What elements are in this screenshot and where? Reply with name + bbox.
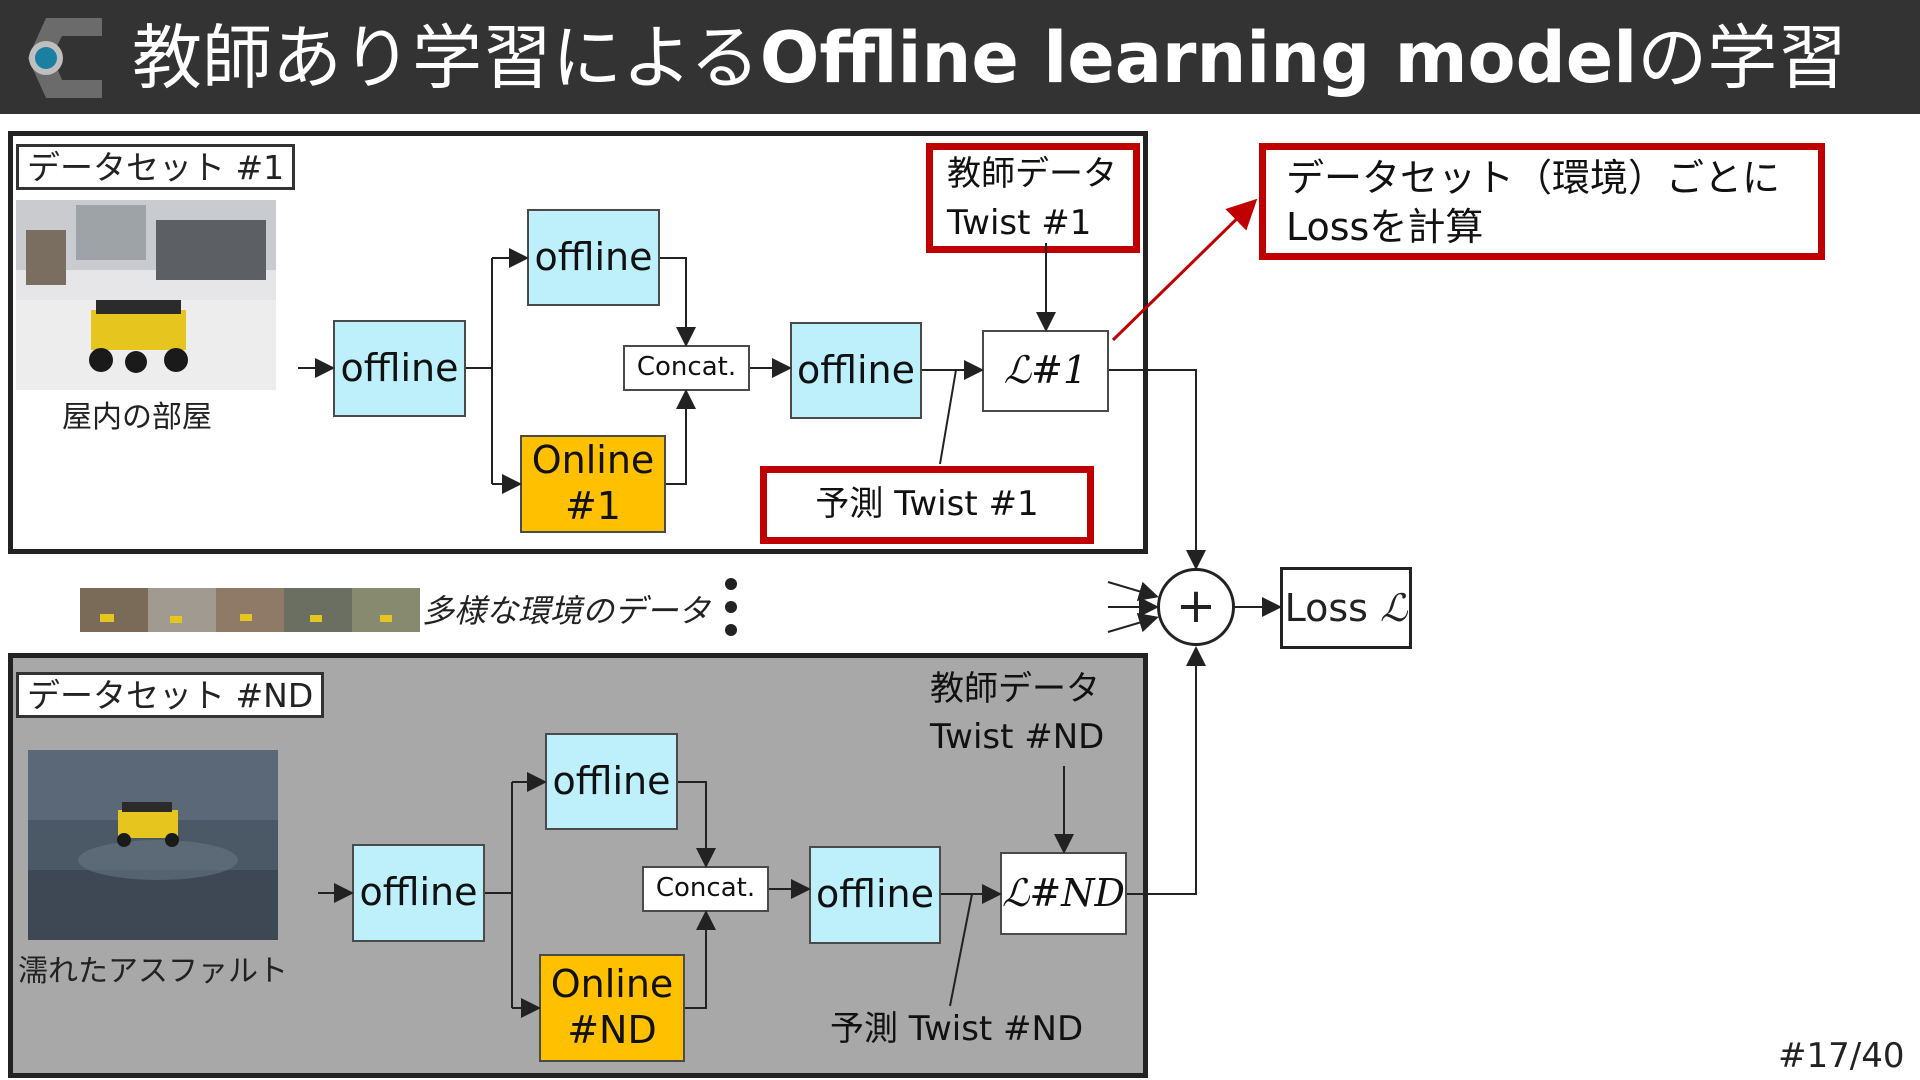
ellipsis-dot-top — [725, 578, 737, 590]
offline-encoder-label-1: offline — [340, 345, 459, 390]
ellipsis-dot-middle — [725, 601, 737, 613]
loss-block-nd: ℒ#ND — [1000, 852, 1127, 935]
total-loss-text: Loss — [1284, 586, 1368, 630]
page-title: 教師あり学習によるOffline learning modelの学習 — [132, 8, 1847, 108]
offline-head-label-1: offline — [796, 347, 915, 392]
dataset-nd-label-text: データセット #ND — [27, 676, 314, 715]
loss-per-dataset-callout: データセット（環境）ごとに Lossを計算 — [1259, 143, 1825, 260]
dataset-1-label: データセット #1 — [16, 144, 296, 190]
online-label-1: Online #1 — [531, 438, 655, 528]
loss-label-1: ℒ#1 — [1003, 348, 1088, 393]
title-ja-prefix: 教師あり学習による — [132, 17, 760, 99]
offline-upper-label-nd: offline — [552, 758, 671, 803]
offline-upper-label-1: offline — [534, 234, 653, 279]
teacher-data-box-1: 教師データ Twist #1 — [926, 143, 1140, 253]
online-block-nd: Online #ND — [539, 954, 685, 1062]
dataset-1-label-text: データセット #1 — [27, 148, 285, 187]
prediction-box-1: 予測 Twist #1 — [760, 466, 1094, 544]
total-loss-symbol: ℒ — [1380, 586, 1408, 630]
offline-upper-block-1: offline — [527, 209, 660, 306]
dataset-nd-label: データセット #ND — [16, 672, 325, 718]
wet-asphalt-photo — [28, 750, 278, 940]
offline-head-label-nd: offline — [815, 872, 934, 917]
online-label-nd: Online #ND — [550, 962, 674, 1052]
teacher-data-text-nd: 教師データ Twist #ND — [930, 669, 1105, 757]
loss-label-nd: ℒ#ND — [1002, 870, 1125, 915]
offline-encoder-label-nd: offline — [359, 870, 478, 915]
camera-lens-logo-icon — [28, 18, 102, 98]
teacher-data-text-1: 教師データ Twist #1 — [947, 154, 1117, 244]
dataset-nd-caption: 濡れたアスファルト — [18, 954, 288, 989]
ellipsis-dot-bottom — [725, 624, 737, 636]
concat-block-1: Concat. — [623, 345, 750, 391]
loss-block-1: ℒ#1 — [982, 330, 1109, 412]
concat-label-1: Concat. — [636, 352, 737, 383]
offline-head-block-nd: offline — [809, 846, 941, 944]
callout-text: データセット（環境）ごとに Lossを計算 — [1286, 156, 1781, 250]
title-bar: 教師あり学習によるOffline learning modelの学習 — [0, 0, 1920, 114]
title-en: Offline learning model — [759, 17, 1638, 99]
page-number: #17/40 — [1778, 1036, 1905, 1076]
total-loss-box: Loss ℒ — [1280, 567, 1412, 649]
concat-block-nd: Concat. — [642, 866, 769, 912]
concat-label-nd: Concat. — [655, 873, 756, 904]
offline-encoder-block-1: offline — [333, 320, 466, 417]
diverse-environment-thumbnails — [80, 588, 420, 632]
prediction-text-nd: 予測 Twist #ND — [830, 1009, 1084, 1049]
indoor-room-photo — [16, 200, 276, 390]
dataset-1-caption: 屋内の部屋 — [62, 400, 212, 435]
title-ja-suffix: の学習 — [1637, 17, 1848, 99]
online-block-1: Online #1 — [520, 435, 666, 533]
diverse-data-label: 多様な環境のデータ — [422, 592, 711, 630]
offline-upper-block-nd: offline — [545, 733, 678, 830]
prediction-text-1: 予測 Twist #1 — [815, 484, 1039, 524]
